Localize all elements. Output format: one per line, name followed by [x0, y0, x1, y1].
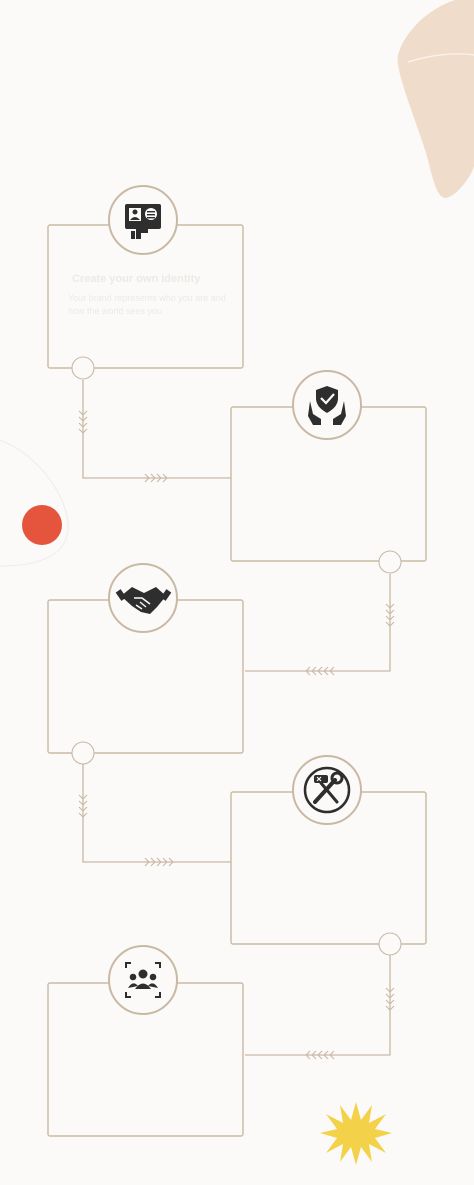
chevrons-left-4	[305, 1050, 335, 1060]
team-focus-icon	[125, 962, 161, 998]
icon-badge-5	[108, 945, 178, 1015]
chevrons-right-3	[144, 857, 174, 867]
step-1-description: Your brand represents who you are and ho…	[68, 293, 226, 316]
chevrons	[78, 410, 395, 1060]
connector-3-4	[82, 764, 231, 863]
chevrons-down-1	[78, 410, 88, 434]
handshake-icon	[115, 587, 172, 614]
chevrons-down-4	[385, 987, 395, 1011]
shield-protection-hands-icon	[308, 386, 346, 425]
node-circle-4	[378, 932, 402, 956]
peach-blob-shape	[397, 0, 474, 198]
node-circle-3	[71, 741, 95, 765]
connectors	[82, 380, 391, 1056]
connector-1-2	[82, 380, 231, 479]
peach-blob-highlight	[407, 53, 474, 63]
node-circles	[71, 356, 402, 956]
red-dot	[22, 505, 62, 545]
chevrons-right-1	[144, 473, 168, 483]
connector-2-3	[245, 574, 391, 672]
faint-curve-shape	[0, 439, 69, 567]
step-boxes	[47, 224, 427, 1137]
chevrons-down-2	[385, 603, 395, 627]
tools-wrench-screwdriver-icon	[303, 766, 351, 814]
chevrons-left-2	[305, 666, 335, 676]
chevrons-down-3	[78, 794, 88, 818]
node-circle-1	[71, 356, 95, 380]
sun-burst	[320, 1102, 392, 1165]
step-1-title: Create your own identity	[72, 273, 201, 285]
connector-4-5	[245, 955, 391, 1056]
node-circle-2	[378, 550, 402, 574]
identity-id-card-icon	[125, 204, 161, 239]
